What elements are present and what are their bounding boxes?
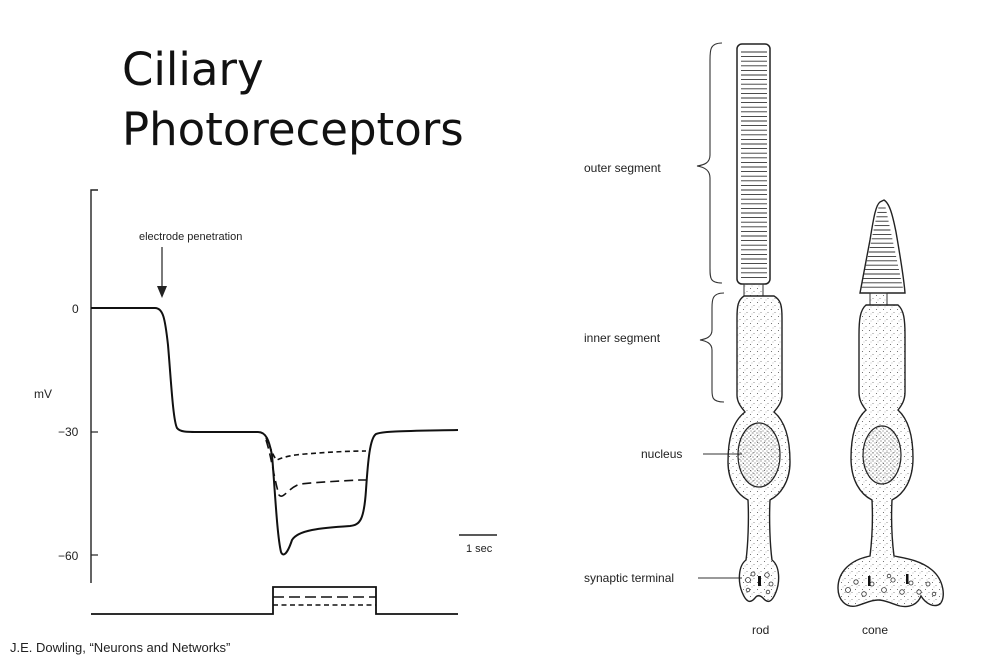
label-nucleus: nucleus bbox=[641, 447, 682, 461]
label-outer-segment: outer segment bbox=[584, 161, 661, 175]
cone-cell bbox=[838, 200, 943, 607]
brace-outer-segment bbox=[697, 43, 722, 283]
membrane-trace bbox=[91, 308, 458, 554]
y-tick-label-0: 0 bbox=[72, 302, 79, 316]
rod-ribbon bbox=[758, 576, 761, 586]
cone-outer-segment bbox=[860, 200, 905, 293]
label-synaptic-terminal: synaptic terminal bbox=[584, 571, 674, 585]
y-tick-label-minus60: −60 bbox=[58, 549, 79, 563]
label-inner-segment: inner segment bbox=[584, 331, 661, 345]
voltage-graph: 0 −30 −60 mV electrode penetration 1 sec bbox=[34, 190, 497, 614]
photoreceptor-drawing: outer segment inner segment nucleus syna… bbox=[584, 43, 943, 637]
y-axis bbox=[91, 190, 98, 583]
cone-nucleus bbox=[863, 426, 901, 484]
rod-cell bbox=[728, 44, 790, 601]
cone-ribbon-1 bbox=[868, 576, 871, 586]
cone-caption: cone bbox=[862, 623, 888, 637]
y-tick-label-minus30: −30 bbox=[58, 425, 79, 439]
rod-cilium bbox=[744, 284, 763, 296]
stimulus-trace bbox=[91, 587, 458, 614]
response-medium bbox=[266, 440, 366, 496]
rod-caption: rod bbox=[752, 623, 769, 637]
annotation-arrow-head bbox=[157, 286, 167, 298]
electrode-annotation: electrode penetration bbox=[139, 231, 242, 243]
response-small bbox=[266, 438, 366, 460]
cone-cilium bbox=[870, 293, 887, 305]
time-scale-label: 1 sec bbox=[466, 543, 493, 555]
citation: J.E. Dowling, “Neurons and Networks” bbox=[10, 640, 230, 655]
brace-inner-segment bbox=[700, 293, 724, 402]
cone-ribbon-2 bbox=[906, 574, 909, 584]
rod-nucleus bbox=[738, 423, 780, 487]
y-axis-label: mV bbox=[34, 387, 52, 401]
